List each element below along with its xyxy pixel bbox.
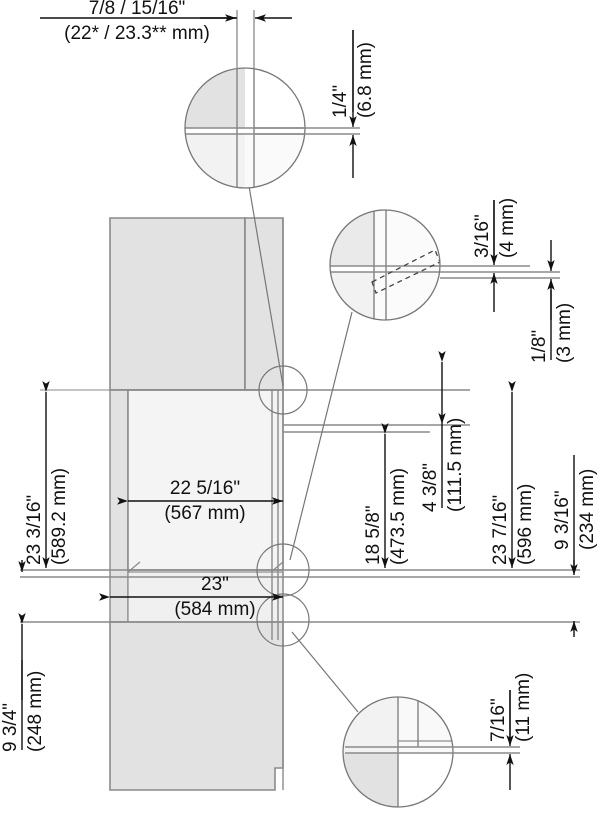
dim-438-metric: (111.5 mm) [445,418,466,512]
dim-316-imperial: 3/16" [472,214,493,258]
dim-top-right-gap: 1/4" (6.8 mm) [330,30,376,178]
dim-18-metric: (3 mm) [554,303,575,363]
chamfer-right [270,561,284,573]
detail-circle-body-1 [258,365,308,415]
dim-316-metric: (4 mm) [497,198,518,258]
dim-934-metric: (248 mm) [25,671,46,752]
lower-cabinet-block [109,621,284,791]
dim-716-imperial: 7/16" [488,698,509,742]
leader-lines [248,185,359,713]
dim-total-height: 23 7/16" (596 mm) [490,381,536,568]
leader-top [248,185,284,387]
dim-23716-metric: (596 mm) [515,484,536,565]
dim-detail2-upper: 3/16" (4 mm) [472,198,518,312]
dim-23716-imperial: 23 7/16" [490,495,511,565]
dim-left-height: 23 3/16" (589.2 mm) [24,381,128,571]
dim-inner-width: 22 5/16" (567 mm) [117,478,283,524]
upper-cabinet-block [109,217,246,391]
detail2-hidden-edge [371,249,440,294]
dim-outer-width: 23" (584 mm) [99,574,283,620]
dim-1858-imperial: 18 5/8" [363,505,384,565]
detail-circle-body-2 [256,543,310,597]
detail3-outline [342,696,454,808]
dim-top-width-imperial: 7/8 / 15/16" [89,0,186,19]
dim-top-width: 7/8 / 15/16" (22* / 23.3** mm) [40,0,292,44]
chamfer-left [127,561,141,573]
dim-716-metric: (11 mm) [513,673,534,742]
leader-middle [289,311,353,561]
dim-bottom-left-height: 9 3/4" (248 mm) [0,560,110,752]
dim-934-imperial: 9 3/4" [0,703,21,752]
dim-2331-imperial: 23 3/16" [24,495,45,565]
dim-top-width-metric: (22* / 23.3** mm) [64,23,210,44]
dim-9316-imperial: 9 3/16" [552,490,573,550]
dim-opening-height: 18 5/8" (473.5 mm) [363,423,409,568]
dim-438-imperial: 4 3/8" [420,463,441,512]
dim-bottom-detail: 7/16" (11 mm) [488,673,534,790]
dim-9316-metric: (234 mm) [577,469,598,550]
dim-1858-metric: (473.5 mm) [388,468,409,565]
dim-lower-height: 9 3/16" (234 mm) [552,455,598,637]
dim-14-metric: (6.8 mm) [355,42,376,118]
dim-23-metric: (584 mm) [174,599,255,620]
dim-offset-height: 4 3/8" (111.5 mm) [420,351,466,512]
dim-22516-metric: (567 mm) [164,503,245,524]
upper-cabinet-block-right [244,217,284,391]
detail2-outline [329,209,441,321]
left-wall-strip [109,389,129,623]
dim-23-imperial: 23" [201,574,229,595]
inner-opening [127,389,284,571]
dim-22516-imperial: 22 5/16" [170,478,240,499]
dim-2331-metric: (589.2 mm) [49,468,70,565]
dim-detail2-lower: 1/8" (3 mm) [529,240,575,363]
detail-circle-body-3 [256,593,310,647]
dim-18-imperial: 1/8" [529,330,550,363]
main-body-geometry [20,217,580,791]
leader-bottom [291,631,359,713]
dim-14-imperial: 1/4" [330,85,351,118]
